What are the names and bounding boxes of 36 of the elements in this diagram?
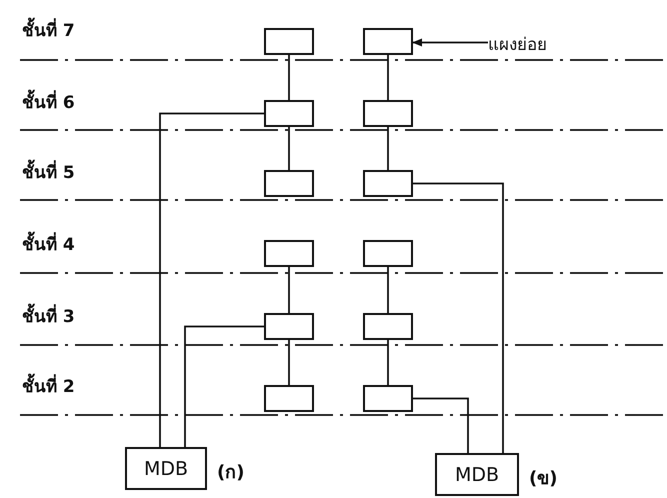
panel-box (363, 385, 413, 412)
leader-line (412, 38, 488, 46)
cable-line (288, 267, 290, 313)
cable-line (159, 112, 264, 447)
floor-label: ชั้นที่ 4 (22, 230, 75, 257)
cable-line (387, 55, 389, 100)
panel-box (264, 385, 314, 412)
panel-box (363, 100, 413, 127)
floor-label: ชั้นที่ 3 (22, 302, 75, 329)
panel-box (363, 313, 413, 340)
main-panel-box: MDB (435, 453, 519, 496)
cable-line (387, 127, 389, 170)
panel-box (264, 170, 314, 197)
cable-line (288, 340, 290, 385)
panel-box (363, 240, 413, 267)
panel-tag: (ก) (217, 457, 244, 486)
panel-box (363, 28, 413, 55)
floor-label: ชั้นที่ 6 (22, 88, 75, 115)
cable-line (387, 267, 389, 313)
cable-line (288, 127, 290, 170)
panel-box (264, 28, 314, 55)
panel-tag: (ข) (529, 463, 558, 492)
panel-box (363, 170, 413, 197)
cable-line (288, 55, 290, 100)
callout-label: แผงย่อย (488, 30, 547, 57)
floor-label: ชั้นที่ 2 (22, 372, 75, 399)
panel-box (264, 313, 314, 340)
cable-line (413, 182, 504, 453)
floor-label: ชั้นที่ 5 (22, 158, 75, 185)
floor-label: ชั้นที่ 7 (22, 16, 75, 43)
panel-box (264, 240, 314, 267)
cable-line (387, 340, 389, 385)
panel-box (264, 100, 314, 127)
cable-line (184, 326, 264, 447)
main-panel-box: MDB (125, 447, 207, 490)
cable-line (413, 398, 469, 453)
